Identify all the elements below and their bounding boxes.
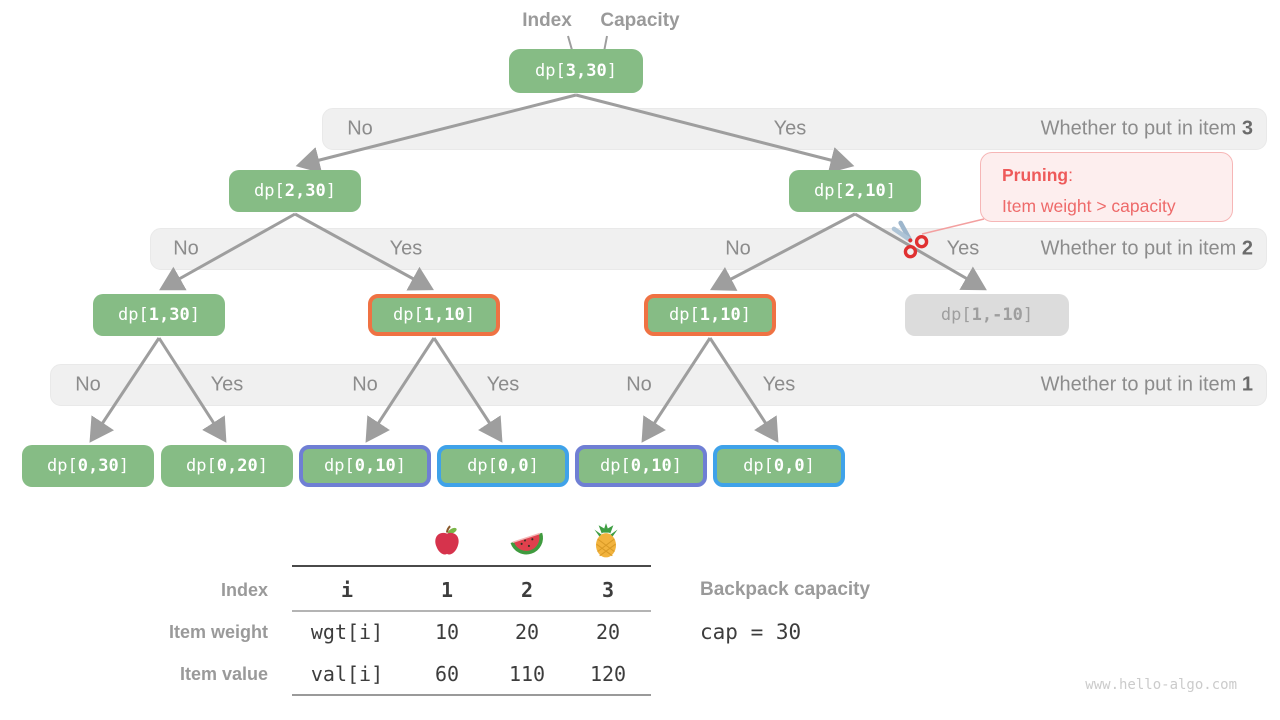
tree-node-dp-0-0-b: dp[0,0] xyxy=(713,445,845,487)
capacity-pointer-label: Capacity xyxy=(600,10,680,31)
table-cell: val[i] xyxy=(310,662,384,686)
band-caption: Whether to put in item 3 xyxy=(1040,117,1253,140)
index-pointer-label: Index xyxy=(522,10,572,31)
tree-node-dp-0-0-a: dp[0,0] xyxy=(437,445,569,487)
table-cell: 60 xyxy=(434,662,460,686)
table-rule-bottom xyxy=(292,694,651,696)
band-caption: Whether to put in item 2 xyxy=(1040,237,1253,260)
table-rule-mid xyxy=(292,610,651,612)
table-header-cell: 1 xyxy=(440,578,454,602)
branch-label: No xyxy=(173,237,199,260)
table-row-label-index: Index xyxy=(220,580,268,600)
branch-label: No xyxy=(75,373,101,396)
pineapple-icon xyxy=(594,523,618,558)
tree-node-dp-2-30: dp[2,30] xyxy=(229,170,361,212)
tree-node-dp-1-30: dp[1,30] xyxy=(93,294,225,336)
tree-node-dp-1-10-a: dp[1,10] xyxy=(368,294,500,336)
branch-label: Yes xyxy=(389,237,423,260)
scissors-icon xyxy=(891,220,929,259)
branch-label: Yes xyxy=(210,373,244,396)
table-rule-top xyxy=(292,565,651,567)
apple-icon xyxy=(435,525,459,555)
tree-node-dp-3-30: dp[3,30] xyxy=(509,49,643,93)
watermark: www.hello-algo.com xyxy=(1085,677,1237,693)
backpack-capacity-code: cap = 30 xyxy=(700,620,802,644)
tree-node-dp-0-30: dp[0,30] xyxy=(22,445,154,487)
branch-label: No xyxy=(626,373,652,396)
branch-label: Yes xyxy=(762,373,796,396)
branch-label: No xyxy=(352,373,378,396)
table-row-label-weight: Item weight xyxy=(168,622,268,642)
table-header-cell: 3 xyxy=(601,578,615,602)
table-header-cell: i xyxy=(340,578,354,602)
decision-band-item1 xyxy=(50,364,1267,406)
table-cell: wgt[i] xyxy=(310,620,384,644)
pruning-connector-line xyxy=(921,218,985,235)
table-cell: 110 xyxy=(508,662,546,686)
tree-node-dp-2-10: dp[2,10] xyxy=(789,170,921,212)
pruning-callout: Pruning: Item weight > capacity xyxy=(980,152,1233,222)
branch-label: Yes xyxy=(486,373,520,396)
branch-label: Yes xyxy=(946,237,980,260)
table-cell: 20 xyxy=(595,620,621,644)
branch-label: No xyxy=(347,117,373,140)
band-caption: Whether to put in item 1 xyxy=(1040,373,1253,396)
tree-node-dp-1-neg10: dp[1,-10] xyxy=(905,294,1069,336)
branch-label: Yes xyxy=(773,117,807,140)
decision-band-item3 xyxy=(322,108,1267,150)
branch-label: No xyxy=(725,237,751,260)
tree-node-dp-0-20: dp[0,20] xyxy=(161,445,293,487)
backpack-capacity-caption: Backpack capacity xyxy=(700,579,871,600)
table-cell: 120 xyxy=(589,662,627,686)
tree-node-dp-0-10-b: dp[0,10] xyxy=(575,445,707,487)
table-cell: 10 xyxy=(434,620,460,644)
table-row-label-value: Item value xyxy=(179,664,268,684)
watermelon-icon xyxy=(510,532,543,555)
tree-node-dp-0-10-a: dp[0,10] xyxy=(299,445,431,487)
tree-node-dp-1-10-b: dp[1,10] xyxy=(644,294,776,336)
table-header-cell: 2 xyxy=(520,578,534,602)
table-cell: 20 xyxy=(514,620,540,644)
